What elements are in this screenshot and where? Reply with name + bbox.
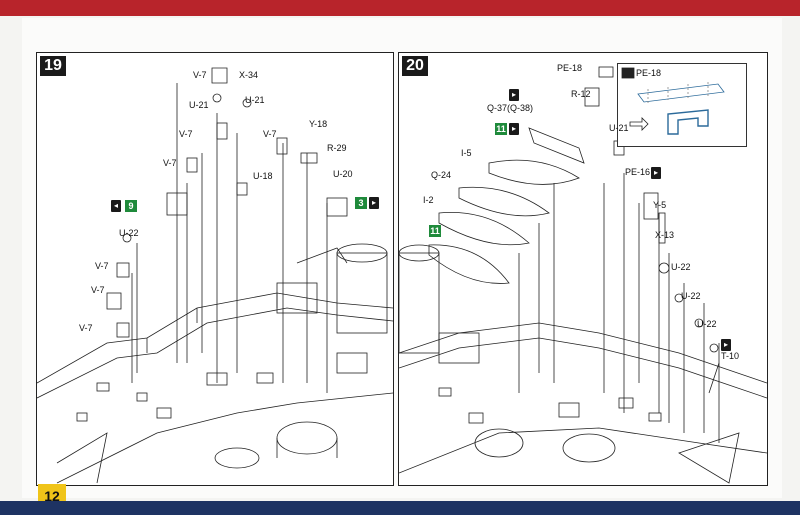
- part-label: U-18: [253, 171, 273, 181]
- part-label: X-13: [655, 230, 675, 240]
- part-label: V-7: [91, 285, 105, 295]
- part-label: U-22: [119, 228, 139, 238]
- inset-diagram: [621, 67, 725, 135]
- reference-step-badge: 9: [125, 200, 137, 212]
- reference-step-badge: 11: [495, 123, 507, 135]
- part-label: I-5: [461, 148, 472, 158]
- inset-part-label: PE-18: [636, 68, 662, 78]
- part-label: Y-18: [309, 119, 328, 129]
- hull-diagram-19: [37, 67, 393, 484]
- part-label: U-21: [189, 100, 209, 110]
- part-label: I-2: [423, 195, 434, 205]
- direction-icon: ▸: [369, 197, 379, 209]
- direction-icon: ▸: [651, 167, 661, 179]
- part-label: V-7: [193, 70, 207, 80]
- part-label: Q-37(Q-38): [487, 103, 534, 113]
- instruction-page: 19: [22, 18, 782, 498]
- reference-step-badge: 11: [429, 225, 441, 237]
- part-label: Y-5: [653, 200, 667, 210]
- part-label: U-21: [609, 123, 629, 133]
- part-label: U-22: [697, 319, 717, 329]
- top-color-bar: [0, 0, 800, 16]
- direction-icon: ▸: [509, 123, 519, 135]
- part-label: U-21: [245, 95, 265, 105]
- direction-icon: ◂: [111, 200, 121, 212]
- part-label: Q-24: [431, 170, 452, 180]
- part-label: T-10: [721, 351, 740, 361]
- step-19-panel: 19: [36, 52, 394, 486]
- step-number: 19: [40, 56, 66, 76]
- part-label: PE-18: [557, 63, 583, 73]
- part-label: V-7: [163, 158, 177, 168]
- part-label: V-7: [263, 129, 277, 139]
- part-label: U-22: [681, 291, 701, 301]
- part-label: V-7: [79, 323, 93, 333]
- part-label: V-7: [179, 129, 193, 139]
- part-label: R-12: [571, 89, 591, 99]
- step-number: 20: [402, 56, 428, 76]
- part-label: U-20: [333, 169, 353, 179]
- part-label: V-7: [95, 261, 109, 271]
- direction-icon: ▸: [509, 89, 519, 101]
- part-label: R-29: [327, 143, 347, 153]
- step-20-panel: 20: [398, 52, 768, 486]
- part-label: PE-16: [625, 167, 651, 177]
- part-label: U-22: [671, 262, 691, 272]
- direction-icon: ▸: [721, 339, 731, 351]
- detail-inset: PE-18: [617, 63, 747, 147]
- hull-diagram-20: [399, 66, 767, 484]
- bottom-color-bar: [0, 501, 800, 515]
- part-label: X-34: [239, 70, 259, 80]
- reference-step-badge: 3: [355, 197, 367, 209]
